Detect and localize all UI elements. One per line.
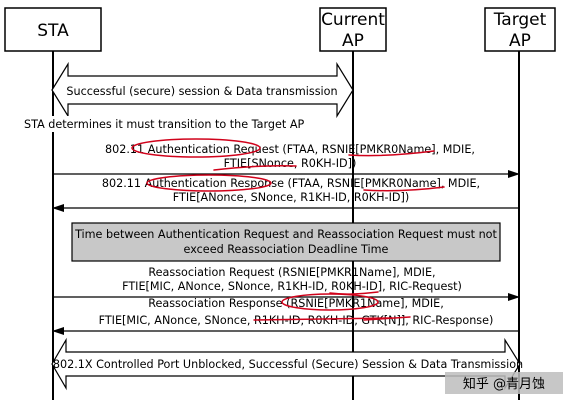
current-ap-label-line2: AP xyxy=(342,31,364,51)
target-ap-label-line2: AP xyxy=(509,31,531,51)
reassoc-request-line2: FTIE[MIC, ANonce, SNonce, R1KH-ID, R0KH-… xyxy=(122,280,462,293)
reassoc-response-line2: FTIE[MIC, ANonce, SNonce, R1KH-ID, R0KH-… xyxy=(99,314,494,327)
target-ap-header: Target AP xyxy=(484,7,556,52)
target-ap-label-line1: Target xyxy=(493,10,547,30)
sta-label: STA xyxy=(37,21,69,41)
session-bottom-label: 802.1X Controlled Port Unblocked, Succes… xyxy=(53,358,523,371)
watermark-bg xyxy=(445,372,563,394)
auth-response-line2: FTIE[ANonce, SNonce, R1KH-ID, R0KH-ID]) xyxy=(173,191,409,204)
auth-response-message: 802.11 Authentication Response (FTAA, RS… xyxy=(52,177,519,212)
current-ap-header: Current AP xyxy=(319,7,387,52)
auth-request-circle xyxy=(131,138,261,158)
pmkr0name-underline xyxy=(348,150,435,157)
snonce-underline xyxy=(213,164,297,171)
auth-response-circle xyxy=(146,174,272,192)
r1kh-strikethrough xyxy=(253,317,393,321)
auth-request-line1: 802.11 Authentication Request (FTAA, RSN… xyxy=(105,143,475,156)
pmkr0name-response-underline xyxy=(363,186,445,192)
auth-request-message: 802.11 Authentication Request (FTAA, RSN… xyxy=(53,143,520,178)
sta-header: STA xyxy=(4,7,102,52)
session-bottom-arrow: 802.1X Controlled Port Unblocked, Succes… xyxy=(51,337,523,391)
reassoc-request-message: Reassociation Request (RSNIE[PMKR1Name],… xyxy=(53,266,520,301)
watermark-label: 知乎 @青月蚀 xyxy=(463,376,545,392)
gtk-strike xyxy=(363,316,411,321)
reassoc-response-circle xyxy=(281,293,379,311)
decision-label-bg xyxy=(22,116,300,132)
reassoc-response-message: Reassociation Response (RSNIE[PMKR1Name]… xyxy=(52,297,519,335)
decision-label: STA determines it must transition to the… xyxy=(24,118,304,131)
red-annotations xyxy=(131,138,445,321)
auth-request-line2: FTIE[SNonce, R0KH-ID]) xyxy=(224,157,357,170)
session-top-arrow: Successful (secure) session & Data trans… xyxy=(51,61,354,119)
session-top-label: Successful (secure) session & Data trans… xyxy=(66,85,337,98)
deadline-note-line2: exceed Reassociation Deadline Time xyxy=(184,243,389,256)
reassoc-request-line1: Reassociation Request (RSNIE[PMKR1Name],… xyxy=(148,266,435,279)
deadline-note-line1: Time between Authentication Request and … xyxy=(74,228,497,241)
current-ap-label-line1: Current xyxy=(321,10,385,30)
deadline-note: Time between Authentication Request and … xyxy=(71,222,501,262)
auth-response-line1: 802.11 Authentication Response (FTAA, RS… xyxy=(102,177,480,190)
